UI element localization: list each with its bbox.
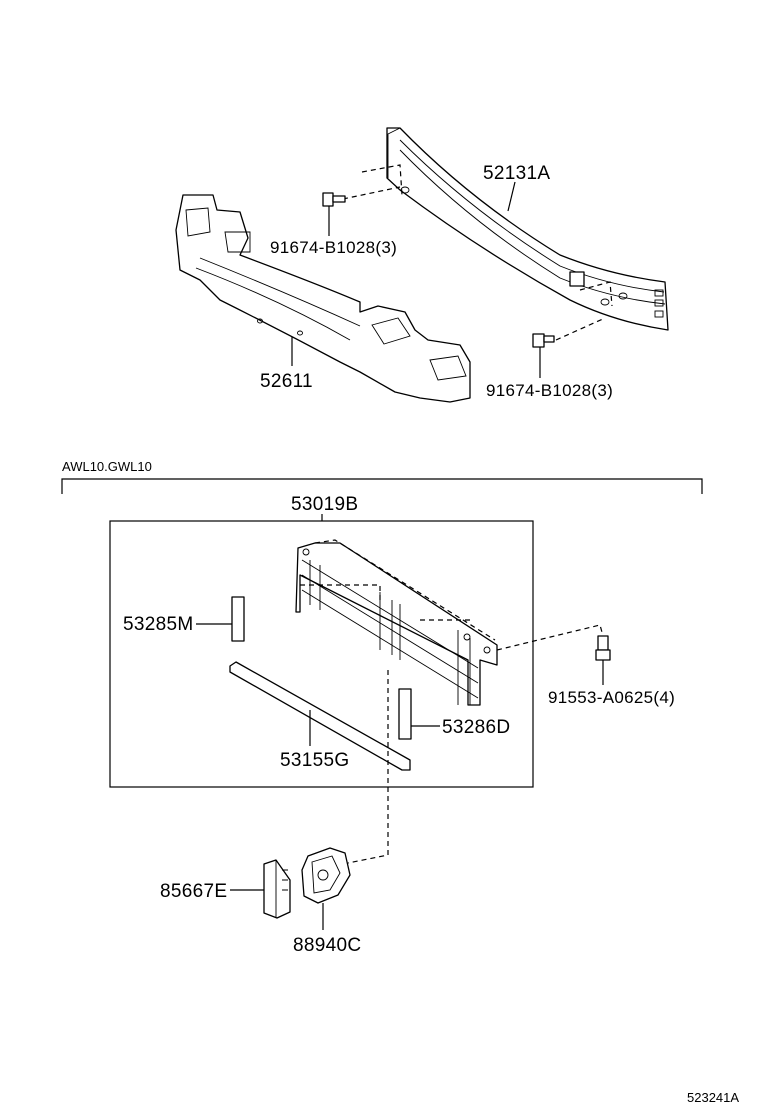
clip-icon bbox=[595, 635, 611, 661]
seal-right-shape bbox=[398, 688, 412, 740]
motor-guide bbox=[347, 670, 389, 864]
grille-shutter-drawing bbox=[295, 542, 498, 706]
seal-bottom-label: 53155G bbox=[280, 750, 349, 771]
seal-bottom-shape bbox=[229, 661, 411, 771]
bumper-absorber-drawing bbox=[175, 194, 471, 403]
bumper-reinforcement-drawing bbox=[386, 127, 669, 331]
bolt-upper-guide bbox=[342, 164, 403, 200]
cover-drawing bbox=[263, 859, 291, 919]
bolt-lower-label: 91674-B1028(3) bbox=[486, 381, 613, 400]
seal-left-label: 53285M bbox=[123, 614, 193, 635]
motor-drawing bbox=[301, 847, 351, 904]
motor-label: 88940C bbox=[293, 935, 361, 956]
shutter-assembly-box bbox=[109, 520, 534, 788]
applicability-bracket bbox=[61, 478, 703, 494]
seal-right-label: 53286D bbox=[442, 717, 510, 738]
bolt-lower-icon bbox=[532, 333, 555, 348]
clip-label: 91553-A0625(4) bbox=[548, 688, 675, 707]
reinforcement-label: 52131A bbox=[483, 163, 550, 184]
shutter-assembly-label: 53019B bbox=[291, 494, 358, 515]
figure-number: 523241A bbox=[687, 1090, 739, 1105]
bolt-upper-icon bbox=[322, 192, 346, 207]
seal-left-shape bbox=[231, 596, 245, 642]
absorber-label: 52611 bbox=[260, 371, 313, 392]
bolt-lower-guide bbox=[555, 281, 613, 341]
cover-label: 85667E bbox=[160, 881, 227, 902]
clip-guide bbox=[496, 624, 604, 651]
applicability-note: AWL10.GWL10 bbox=[62, 459, 152, 474]
bolt-upper-label: 91674-B1028(3) bbox=[270, 238, 397, 257]
